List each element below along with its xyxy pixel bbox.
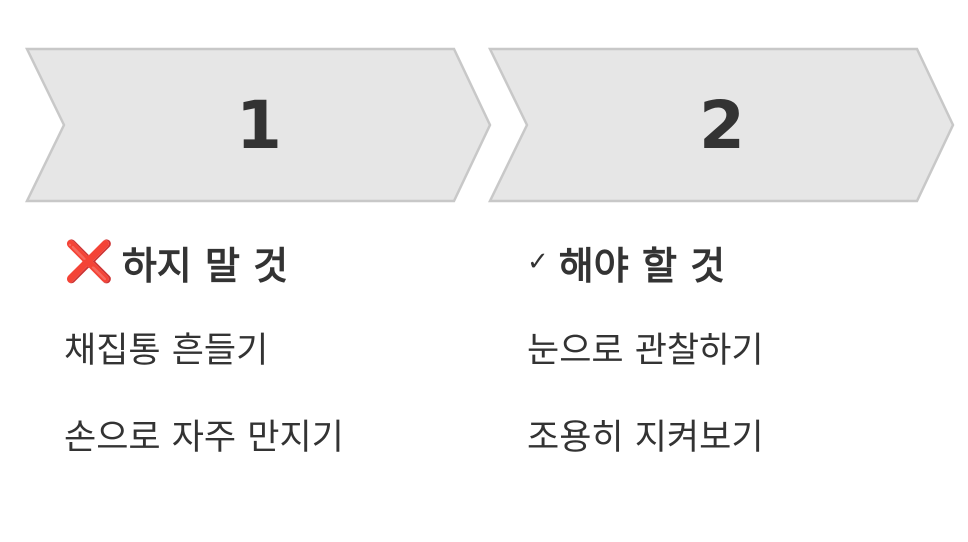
do-heading: ✓ 해야 할 것 [527,232,947,292]
list-item: 채집통 흔들기 [64,330,269,371]
step-1-arrow: 1 [24,46,494,204]
dont-list: 채집통 흔들기 손으로 자주 만지기 [64,308,484,482]
chevron-shape-2 [488,47,955,203]
step-2-number: 2 [699,86,745,164]
dont-heading-label: 하지 말 것 [121,243,289,288]
list-item: 조용히 지켜보기 [527,417,764,458]
dont-column: ❌ 하지 말 것 채집통 흔들기 손으로 자주 만지기 [64,232,484,482]
do-column: ✓ 해야 할 것 눈으로 관찰하기 조용히 지켜보기 [527,232,947,482]
list-item: 눈으로 관찰하기 [527,330,764,371]
cross-icon: ❌ [64,239,114,285]
list-item: 손으로 자주 만지기 [64,417,344,458]
chevron-shape-1 [25,47,492,203]
step-2-arrow: 2 [487,46,957,204]
do-heading-label: 해야 할 것 [558,243,726,288]
step-1-number: 1 [236,86,282,164]
do-list: 눈으로 관찰하기 조용히 지켜보기 [527,308,947,482]
dont-heading: ❌ 하지 말 것 [64,232,484,292]
check-icon: ✓ [527,247,549,277]
